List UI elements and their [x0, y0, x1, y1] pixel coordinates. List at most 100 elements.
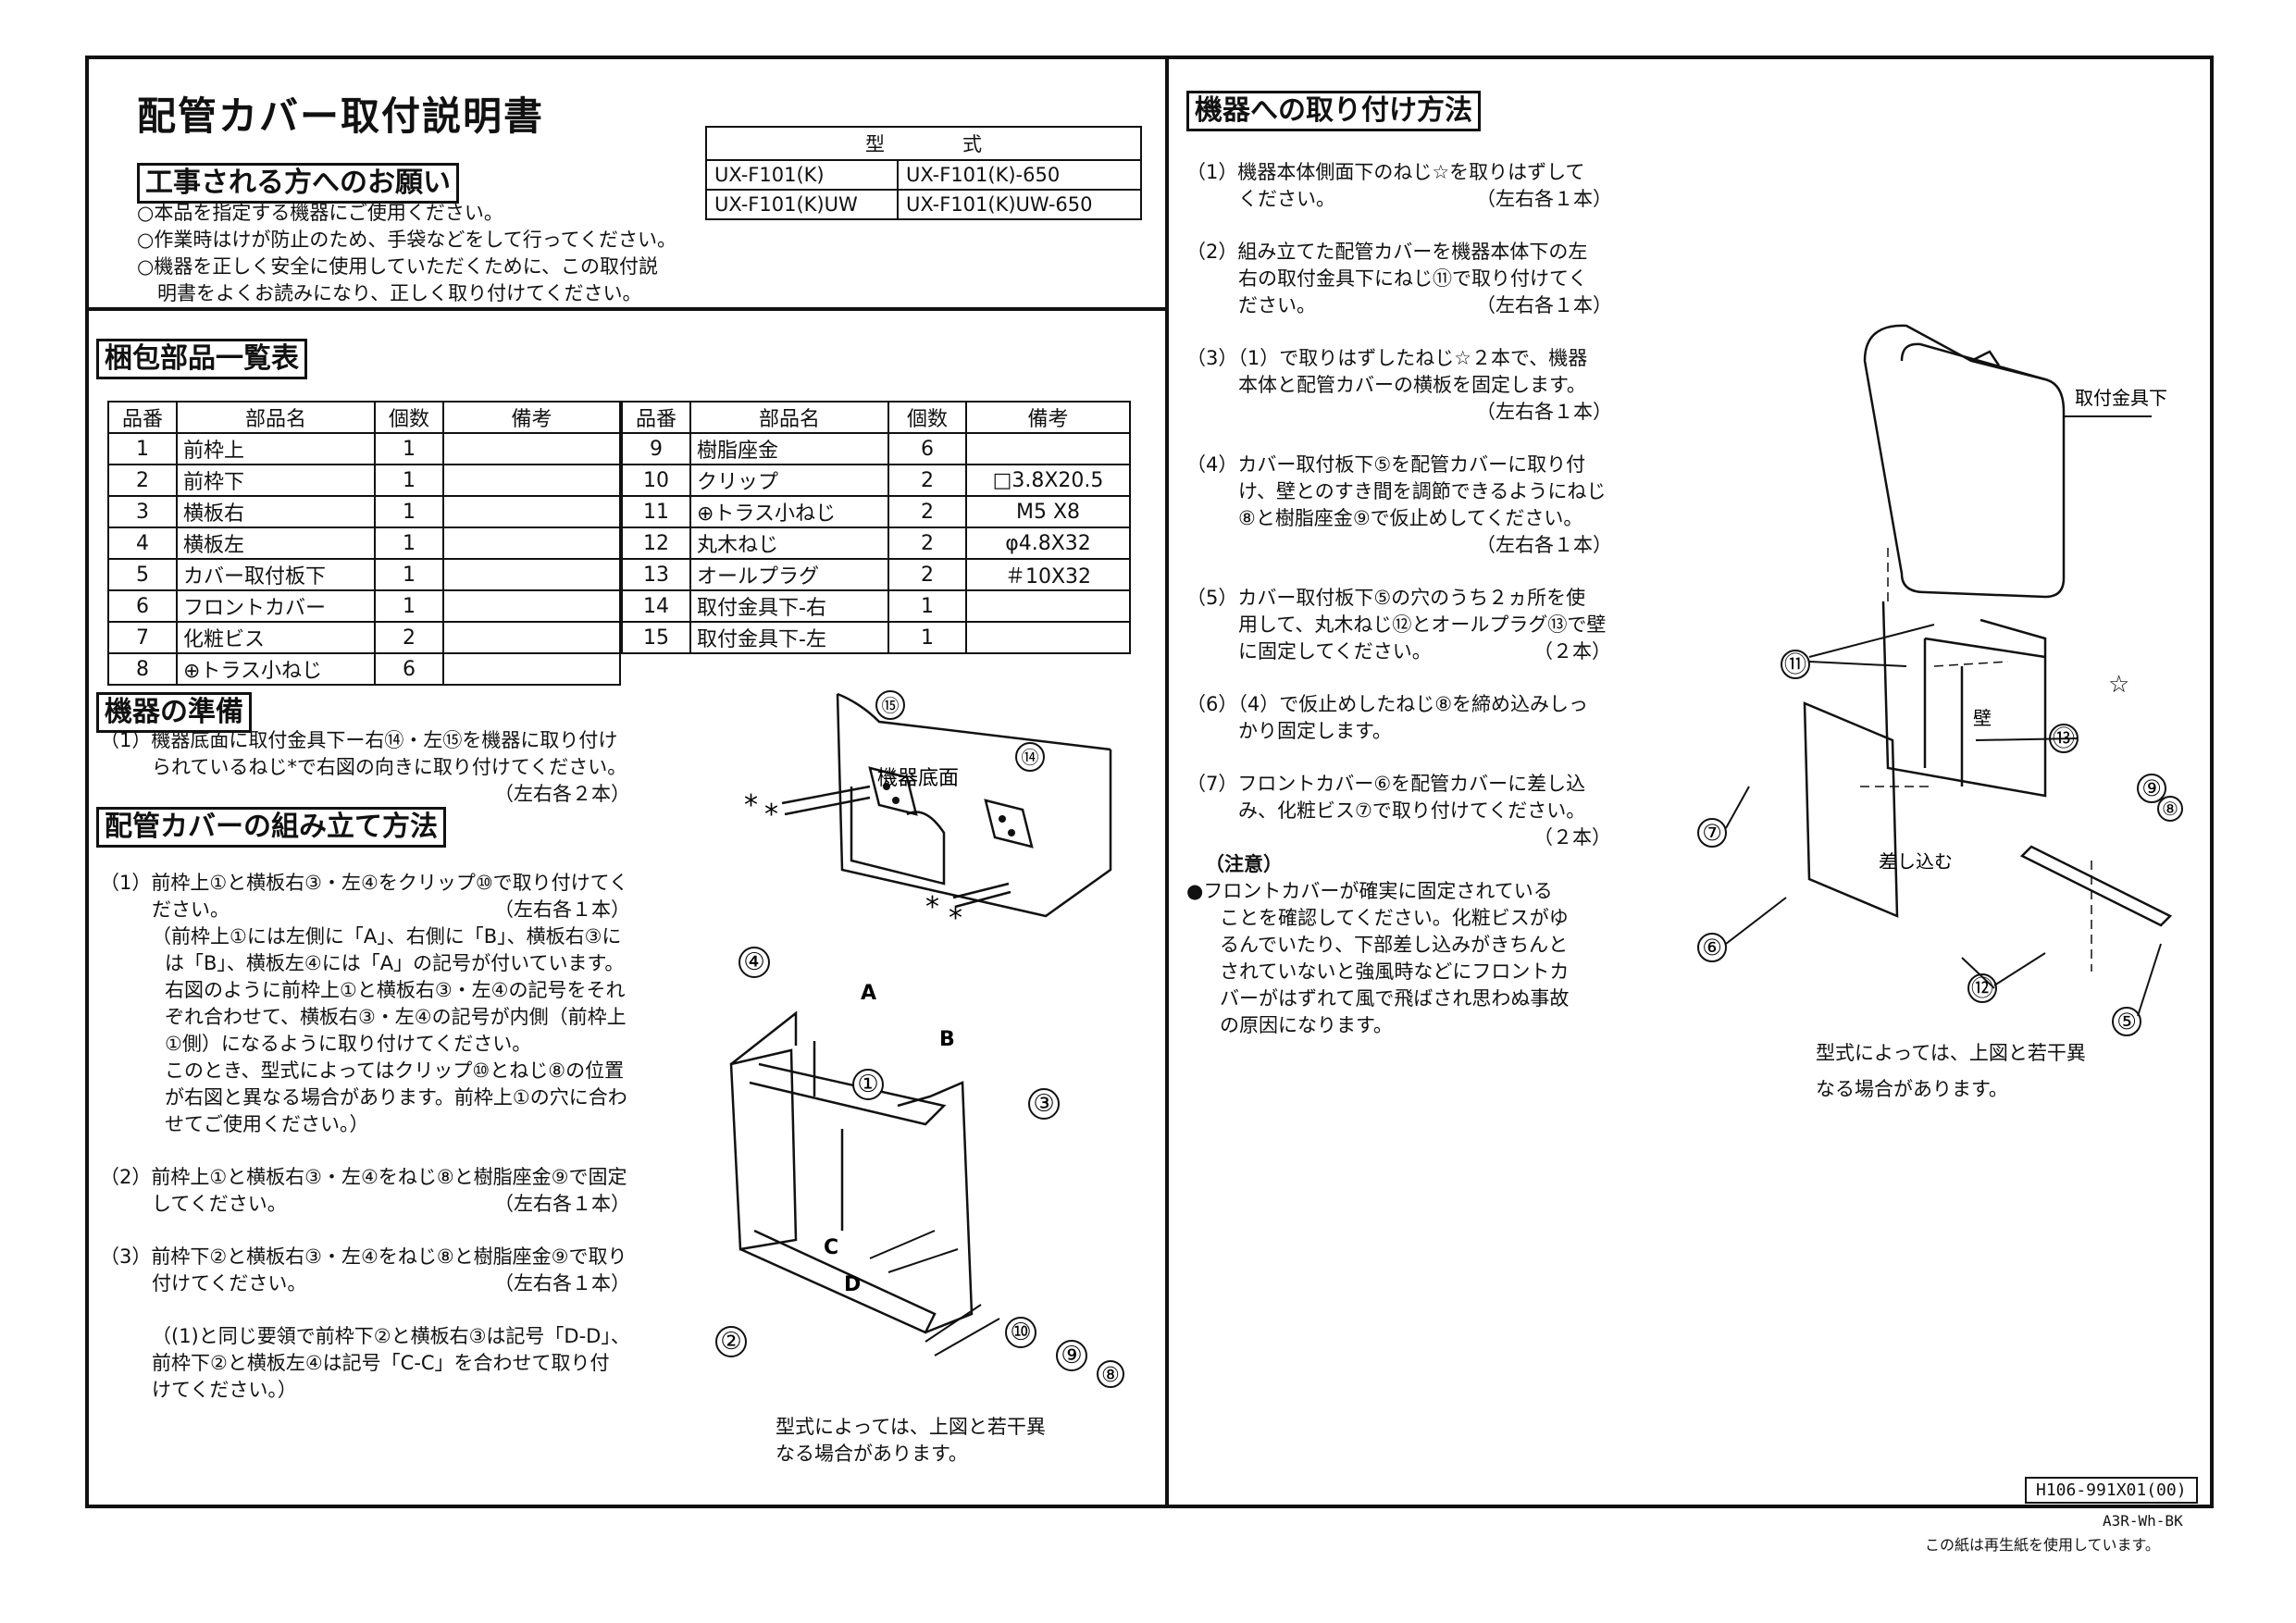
parts-cell: 1: [374, 527, 444, 560]
parts-col-header: 備考: [965, 401, 1131, 434]
prep-line: （1）機器底面に取付金具下ー右⑭・左⑮を機器に取り付け: [100, 729, 618, 751]
parts-cell: 2: [887, 495, 967, 528]
parts-cell: 1: [887, 621, 967, 654]
parts-col-header: 個数: [374, 401, 444, 434]
parts-cell: 14: [621, 589, 691, 623]
assembly-steps: （1）前枠上①と横板右③・左④をクリップ⑩で取り付けてく ださい。（左右各１本）…: [100, 870, 674, 1404]
part-12-label: ⑫: [1971, 975, 1993, 1001]
part-1-label: ①: [857, 1071, 878, 1098]
parts-cell: 1: [374, 589, 444, 623]
request-heading: 工事される方へのお願い: [137, 163, 459, 204]
note-line: なる場合があります。: [776, 1443, 968, 1465]
mount-line: 右の取付金具下にねじ⑪で取り付けてく: [1238, 267, 1588, 290]
parts-col-header: 部品名: [176, 401, 376, 434]
parts-cell: [965, 621, 1131, 654]
assembly-line: 前枠下②と横板左④は記号「C-C」を合わせて取り付: [152, 1352, 610, 1374]
parts-cell: 2: [887, 464, 967, 497]
parts-cell: 10: [621, 464, 691, 497]
parts-cell: オールプラグ: [689, 558, 889, 591]
parts-cell: 6: [374, 652, 444, 686]
parts-col-header: 品番: [621, 401, 691, 434]
assembly-line: （2）前枠上①と横板右③・左④をねじ⑧と樹脂座金⑨で固定: [100, 1166, 627, 1188]
mount-steps: （1）機器本体側面下のねじ☆を取りはずして ください。（左右各１本） （2）組み…: [1186, 159, 1668, 1039]
parts-cell: [442, 432, 621, 465]
parts-cell: □3.8X20.5: [965, 464, 1131, 497]
request-notes: ○本品を指定する機器にご使用ください。 ○作業時はけが防止のため、手袋などをして…: [137, 200, 676, 307]
mount-line: （5）カバー取付板下⑤の穴のうち２ヵ所を使: [1186, 587, 1586, 609]
parts-col-header: 部品名: [689, 401, 889, 434]
parts-cell: [442, 527, 621, 560]
part-11-label: ⑪: [1784, 651, 1806, 677]
part-3-label: ③: [1033, 1090, 1054, 1118]
part-8-label: ⑧: [1101, 1364, 1120, 1387]
caution-line: バーがはずれて風で飛ばされ思わぬ事故: [1220, 987, 1570, 1010]
model-table: 型 式 UX-F101(K)UX-F101(K)-650 UX-F101(K)U…: [705, 126, 1143, 220]
mount-line: ください。: [1238, 188, 1335, 210]
parts-cell: 1: [107, 432, 178, 465]
caution-line: るんでいたり、下部差し込みがきちんと: [1220, 934, 1569, 956]
parts-cell: 前枠下: [176, 464, 376, 497]
mark-a: A: [861, 982, 876, 1005]
parts-cell: [442, 558, 621, 591]
request-line: ○本品を指定する機器にご使用ください。: [137, 202, 503, 224]
mount-line: （２本）: [1533, 826, 1611, 849]
parts-cell: [965, 432, 1131, 465]
assembly-line: このとき、型式によってはクリップ⑩とねじ⑧の位置: [165, 1059, 625, 1082]
parts-cell: カバー取付板下: [176, 558, 376, 591]
parts-cell: 横板右: [176, 495, 376, 528]
caution-line: ことを確認してください。化粧ビスがゆ: [1220, 907, 1569, 929]
recycle-note: この紙は再生紙を使用しています。: [1925, 1536, 2160, 1554]
part-8b-label: ⑧: [2162, 798, 2178, 820]
mount-line: （２本）: [1533, 640, 1611, 663]
mount-line: 本体と配管カバーの横板を固定します。: [1238, 374, 1586, 396]
parts-cell: 11: [621, 495, 691, 528]
mount-line: （7）フロントカバー⑥を配管カバーに差し込: [1186, 773, 1586, 795]
mount-line: （3）（1）で取りはずしたねじ☆２本で、機器: [1186, 347, 1588, 369]
assembly-line: ①側）になるように取り付けてください。: [165, 1033, 532, 1055]
paper-code: A3R-Wh-BK: [2103, 1512, 2183, 1530]
assembly-heading: 配管カバーの組み立て方法: [96, 807, 446, 848]
parts-cell: 取付金具下-左: [689, 621, 889, 654]
mount-line: （2）組み立てた配管カバーを機器本体下の左: [1186, 241, 1588, 263]
parts-cell: M5 X8: [965, 495, 1131, 528]
parts-cell: 15: [621, 621, 691, 654]
parts-cell: ⊕トラス小ねじ: [689, 495, 889, 528]
parts-col-header: 個数: [887, 401, 967, 434]
assembly-line: （3）前枠下②と横板右③・左④をねじ⑧と樹脂座金⑨で取り: [100, 1245, 627, 1268]
assembly-line: （左右各１本）: [494, 1272, 630, 1295]
parts-cell: 5: [107, 558, 178, 591]
assembly-line: （左右各１本）: [494, 1193, 630, 1215]
assembly-line: （(1)と同じ要領で前枠下②と横板右③は記号「D-D」、: [152, 1325, 630, 1347]
parts-cell: 前枠上: [176, 432, 376, 465]
mount-line: （左右各１本）: [1476, 401, 1612, 423]
parts-cell: [442, 495, 621, 528]
parts-cell: 2: [107, 464, 178, 497]
part-2-label: ②: [720, 1328, 741, 1356]
parts-cell: 4: [107, 527, 178, 560]
parts-cell: 7: [107, 621, 178, 654]
parts-cell: 1: [374, 432, 444, 465]
page-title: 配管カバー取付説明書: [137, 93, 545, 139]
parts-cell: 1: [374, 495, 444, 528]
parts-cell: クリップ: [689, 464, 889, 497]
frame-assembly-diagram: A B C D ④ ① ③ ② ⑩ ⑨ ⑧: [715, 947, 1124, 1388]
prep-step: （1）機器底面に取付金具下ー右⑭・左⑮を機器に取り付け られているねじ*で右図の…: [100, 727, 655, 808]
insert-label: 差し込む: [1879, 850, 1953, 873]
parts-cell: 2: [887, 527, 967, 560]
parts-cell: 6: [107, 589, 178, 623]
assembly-line: は「B」、横板左④には「A」の記号が付いています。: [165, 952, 625, 974]
model-cell: UX-F101(K)UW: [705, 189, 899, 220]
caution-line: の原因になります。: [1220, 1014, 1393, 1036]
caution-title: （注意）: [1205, 853, 1283, 875]
assembly-line: せてご使用ください。）: [165, 1113, 369, 1135]
bracket-diagram: ⑮ ⑭ 機器底面 ** **: [744, 690, 1112, 935]
